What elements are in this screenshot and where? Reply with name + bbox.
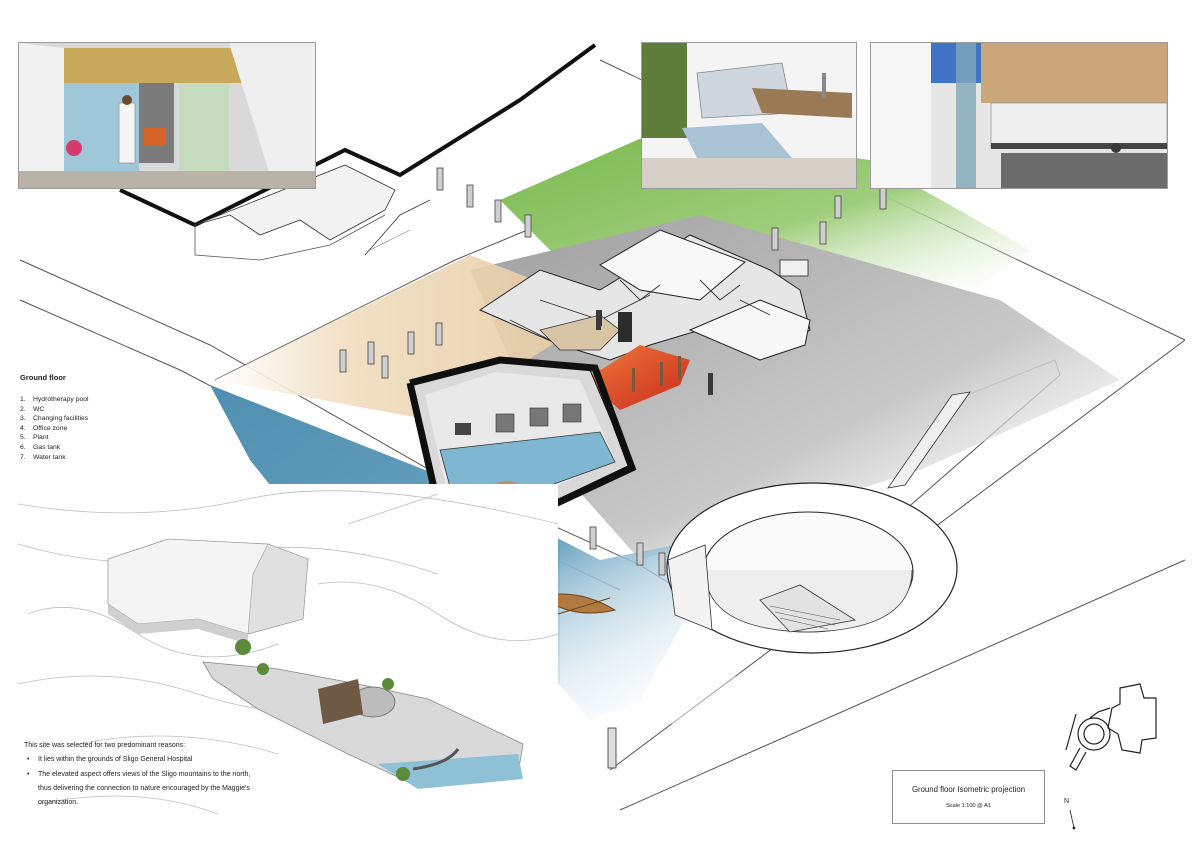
exterior-terrace-render-photo — [870, 42, 1168, 189]
site-note-point: The elevated aspect offers views of the … — [27, 768, 264, 811]
site-selection-note: This site was selected for two predomina… — [24, 739, 264, 810]
pier-post — [607, 727, 617, 769]
key-plan — [1065, 683, 1157, 771]
legend-list: 1.Hydrotherapy pool 2.WC 3.Changing faci… — [20, 395, 89, 462]
site-note-point: It lies within the grounds of Sligo Gene… — [27, 753, 264, 768]
interior-render-photo — [18, 42, 316, 189]
circular-amphitheatre — [666, 482, 958, 654]
legend-item: 2.WC — [20, 405, 45, 413]
bollards — [339, 167, 887, 576]
exterior-pool-render-photo — [641, 42, 857, 189]
back-retaining-wall — [119, 43, 597, 261]
site-note-intro: This site was selected for two predomina… — [24, 742, 186, 749]
drawing-scale: Scale 1:100 @ A1 — [946, 803, 991, 809]
drawing-title-block: Ground floor Isometric projection Scale … — [892, 770, 1045, 824]
north-arrow-icon — [1069, 809, 1076, 830]
legend-title: Ground floor — [20, 373, 66, 382]
hospital-massing — [107, 538, 309, 644]
heated-floor-zone — [585, 345, 690, 410]
building-model-context — [202, 639, 524, 789]
grass-area — [500, 130, 1030, 300]
legend-item: 3.Changing facilities — [20, 415, 89, 423]
planters — [632, 356, 681, 392]
exterior-pool-render-image — [642, 43, 856, 188]
rowing-boat — [547, 593, 617, 615]
drawing-title: Ground floor Isometric projection — [911, 785, 1026, 794]
legend-item: 7.Water tank — [20, 453, 66, 461]
legend-item: 6.Gas tank — [20, 443, 61, 451]
interior-render-image — [19, 43, 315, 188]
legend-item: 4.Office zone — [20, 424, 68, 432]
north-arrow-label: N — [1064, 798, 1070, 805]
people-figures — [596, 310, 713, 395]
legend-item: 5.Plant — [20, 434, 49, 442]
site-context-plan — [18, 484, 558, 828]
access-ramp — [887, 391, 971, 489]
legend-item: 1.Hydrotherapy pool — [20, 396, 89, 403]
exterior-terrace-render-image — [871, 43, 1167, 188]
